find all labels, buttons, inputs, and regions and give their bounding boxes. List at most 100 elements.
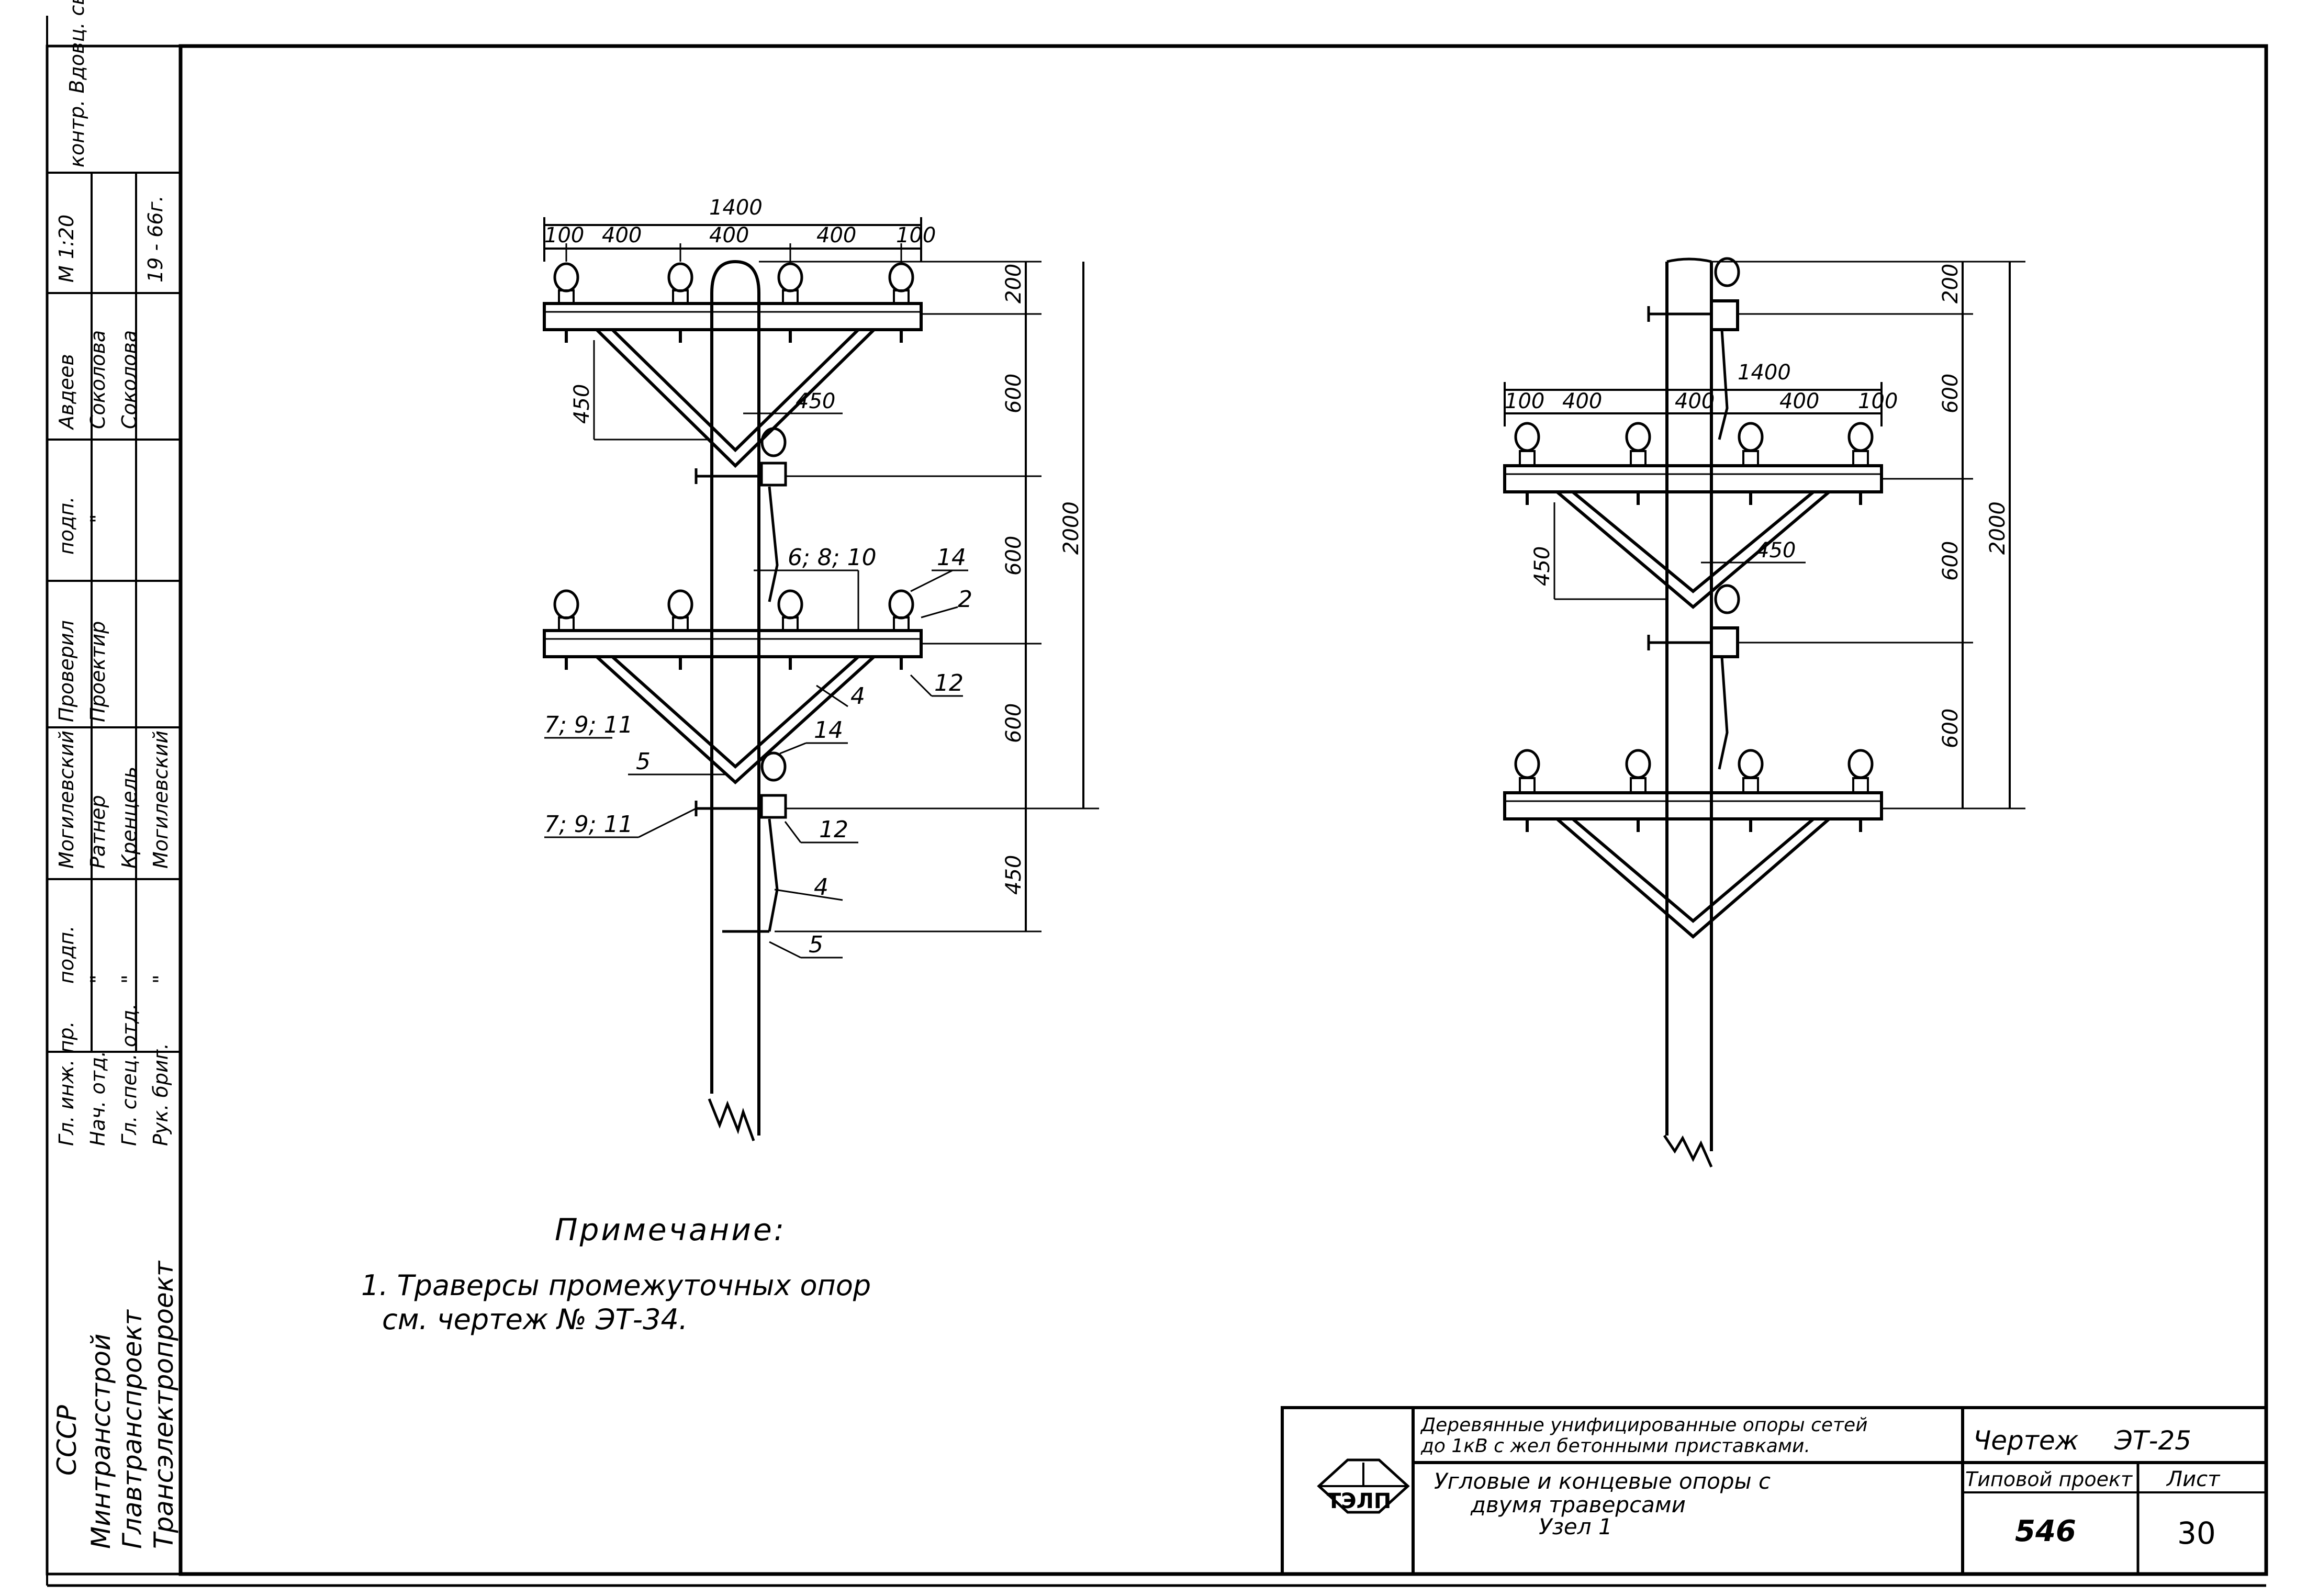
left-callout-14a: 14 bbox=[937, 544, 966, 571]
right-dim-s5: 100 bbox=[1858, 389, 1898, 413]
logo-text: ТЭЛП bbox=[1327, 1489, 1391, 1513]
stamp-sign-3: " bbox=[118, 975, 141, 984]
left-dim-s1: 100 bbox=[544, 223, 584, 248]
insulator-icon bbox=[1847, 749, 1874, 832]
right-upper-brace bbox=[1552, 490, 1834, 609]
stamp-name-5: Проектир bbox=[86, 621, 109, 722]
stamp-role-5: Проверил bbox=[55, 620, 78, 722]
insulator-icon bbox=[667, 262, 693, 343]
insulator-icon bbox=[1738, 749, 1764, 832]
left-brace-offset: 450 bbox=[796, 389, 835, 413]
right-vdim-total: 2000 bbox=[1986, 501, 2010, 555]
left-vdim-5: 450 bbox=[1002, 855, 1026, 895]
left-upper-crossarm bbox=[543, 302, 923, 331]
insulator-icon bbox=[1847, 422, 1874, 505]
right-middle-hook-insulator bbox=[1647, 584, 1740, 770]
insulator-icon bbox=[777, 262, 803, 343]
left-dim-total: 1400 bbox=[709, 196, 763, 220]
insulator-icon bbox=[553, 589, 579, 670]
stamp-sign-2: " bbox=[86, 975, 109, 984]
left-callout-12a: 12 bbox=[934, 670, 964, 696]
right-brace-dim: 450 bbox=[1530, 546, 1554, 586]
stamp-role-4: Рук. бриг. bbox=[149, 1043, 172, 1146]
org-line2: Минтрансстрой bbox=[86, 1334, 116, 1549]
stamp-name-3: Кренцель bbox=[118, 767, 141, 869]
left-callout-5b: 5 bbox=[809, 931, 823, 958]
tb-project-no: 546 bbox=[2015, 1514, 2076, 1548]
note-title: Примечание: bbox=[555, 1212, 786, 1247]
right-dim-s2: 400 bbox=[1562, 389, 1602, 413]
insulator-icon bbox=[1625, 749, 1651, 832]
left-vdim-1: 200 bbox=[1002, 264, 1026, 304]
left-lower-hook-insulator bbox=[695, 751, 787, 933]
left-upper-hook-insulator bbox=[695, 427, 787, 602]
stamp-role-1: Гл. инж. пр. bbox=[55, 1021, 78, 1146]
right-top-hook-insulator bbox=[1647, 257, 1740, 440]
insulator-icon bbox=[1738, 422, 1764, 505]
left-vdim-2: 600 bbox=[1002, 374, 1026, 413]
note-line-2: см. чертеж № ЭТ-34. bbox=[382, 1303, 688, 1336]
right-dim-s3: 400 bbox=[1675, 389, 1715, 413]
right-upper-insulators bbox=[1514, 422, 1874, 505]
side-stamp: Гл. инж. пр. Нач. отд. Гл. спец. отд. Ру… bbox=[46, 0, 182, 1576]
left-lower-crossarm bbox=[543, 629, 923, 658]
insulator-icon bbox=[777, 589, 803, 670]
left-vdim-3: 600 bbox=[1002, 536, 1026, 576]
insulator-icon bbox=[1514, 422, 1540, 505]
left-callout-4a: 4 bbox=[850, 683, 865, 710]
left-callout-2: 2 bbox=[958, 586, 972, 613]
tb-drawing-label: Чертеж bbox=[1973, 1425, 2079, 1456]
right-dim-s1: 100 bbox=[1505, 389, 1544, 413]
insulator-icon bbox=[1625, 422, 1651, 505]
left-callout-4b: 4 bbox=[814, 874, 828, 901]
left-callout-6-8-10: 6; 8; 10 bbox=[788, 544, 877, 571]
left-vdim-4: 600 bbox=[1002, 703, 1026, 743]
left-lower-brace bbox=[592, 655, 878, 785]
tb-description-1: Деревянные унифицированные опоры сетей bbox=[1420, 1414, 1868, 1436]
insulator-icon bbox=[667, 589, 693, 670]
right-vdim-1: 200 bbox=[1939, 264, 1963, 304]
stamp-year: 19 - 66г. bbox=[144, 195, 167, 283]
stamp-role-2: Нач. отд. bbox=[86, 1051, 109, 1146]
stamp-name-6: Авдеев bbox=[55, 354, 78, 431]
left-callout-7-9-11a: 7; 9; 11 bbox=[544, 712, 633, 738]
left-pole-top bbox=[710, 260, 760, 294]
left-dim-s2: 400 bbox=[602, 223, 642, 248]
insulator-icon bbox=[1514, 749, 1540, 832]
right-lower-insulators bbox=[1514, 749, 1874, 832]
right-pole-drawing: 1400 100 400 400 400 100 200 600 600 600… bbox=[1503, 257, 2025, 1168]
org-line1: СССР bbox=[52, 1404, 82, 1476]
org-line3: Главтранспроект bbox=[117, 1309, 148, 1549]
stamp-role-3: Гл. спец. отд. bbox=[118, 1004, 141, 1147]
tb-project-label: Типовой проект bbox=[1965, 1468, 2133, 1491]
tb-title-1: Угловые и концевые опоры с bbox=[1434, 1468, 1771, 1494]
right-dim-s4: 400 bbox=[1779, 389, 1819, 413]
left-pole-break bbox=[708, 1098, 755, 1141]
title-block: ТЭЛП Деревянные унифицированные опоры се… bbox=[1281, 1406, 2268, 1576]
left-brace-dim: 450 bbox=[570, 384, 594, 424]
stamp-scale: М 1:20 bbox=[55, 215, 78, 283]
right-upper-crossarm bbox=[1503, 464, 1883, 493]
tb-drawing-no: ЭТ-25 bbox=[2114, 1425, 2191, 1456]
company-logo-icon: ТЭЛП bbox=[1317, 1458, 1410, 1514]
left-callout-5a: 5 bbox=[636, 748, 651, 775]
note-block: Примечание: 1. Траверсы промежуточных оп… bbox=[361, 1212, 871, 1336]
insulator-icon bbox=[888, 589, 914, 670]
left-callout-12b: 12 bbox=[819, 816, 848, 843]
tb-title-2: двумя траверсами bbox=[1470, 1492, 1686, 1518]
right-dim-total: 1400 bbox=[1738, 361, 1791, 385]
stamp-sign-4: " bbox=[149, 975, 172, 984]
left-dim-s3: 400 bbox=[709, 223, 749, 248]
left-callout-7-9-11b: 7; 9; 11 bbox=[544, 811, 633, 838]
left-lower-insulators bbox=[553, 589, 914, 670]
stamp-name-1: Могилевский bbox=[55, 730, 78, 869]
right-vdim-2: 600 bbox=[1939, 374, 1963, 413]
left-vdim-total: 2000 bbox=[1059, 501, 1083, 555]
insulator-icon bbox=[888, 262, 914, 343]
stamp-sign-6: " bbox=[86, 514, 109, 523]
tb-sheet-label: Лист bbox=[2166, 1467, 2221, 1491]
stamp-name-8: Соколова bbox=[118, 330, 141, 429]
right-brace-offset: 450 bbox=[1756, 538, 1796, 563]
left-upper-insulators bbox=[553, 262, 914, 343]
